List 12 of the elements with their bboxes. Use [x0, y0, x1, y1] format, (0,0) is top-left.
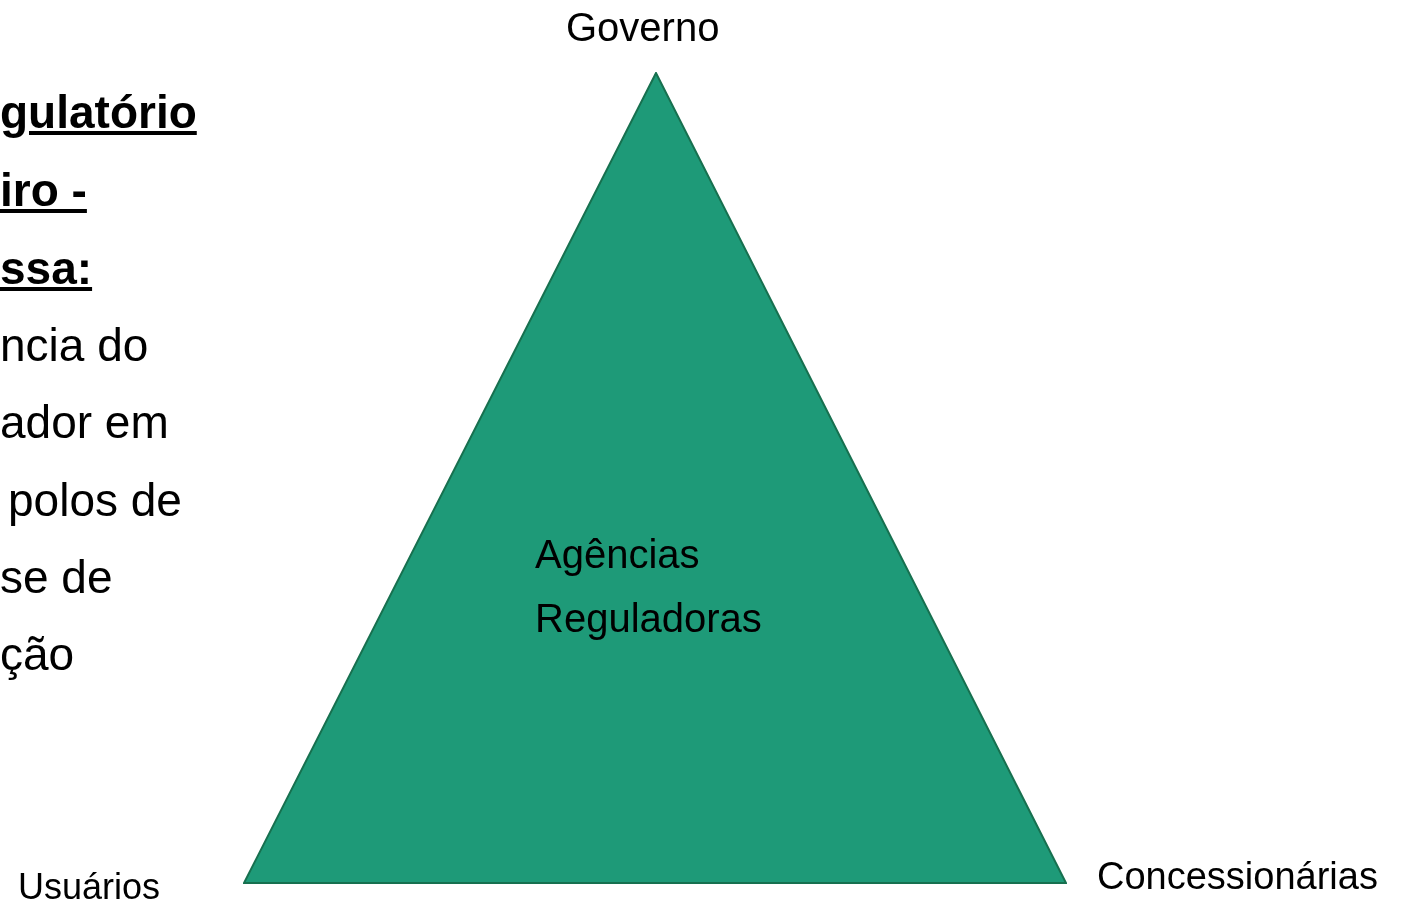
body-text: se de: [0, 550, 113, 605]
body-text: ncia do: [0, 318, 149, 373]
heading-text: iro -: [0, 163, 87, 218]
heading-text: ssa:: [0, 241, 93, 296]
vertex-label: Governo: [566, 4, 720, 50]
body-text: polos de: [8, 473, 182, 528]
vertex-label: Usuários: [18, 866, 161, 906]
vertex-label: Concessionárias: [1097, 855, 1378, 899]
heading-text: gulatório: [0, 85, 197, 140]
body-text: ador em: [0, 395, 169, 450]
body-text: ção: [0, 627, 75, 682]
triangle-text: Agências Reguladoras: [535, 531, 763, 642]
